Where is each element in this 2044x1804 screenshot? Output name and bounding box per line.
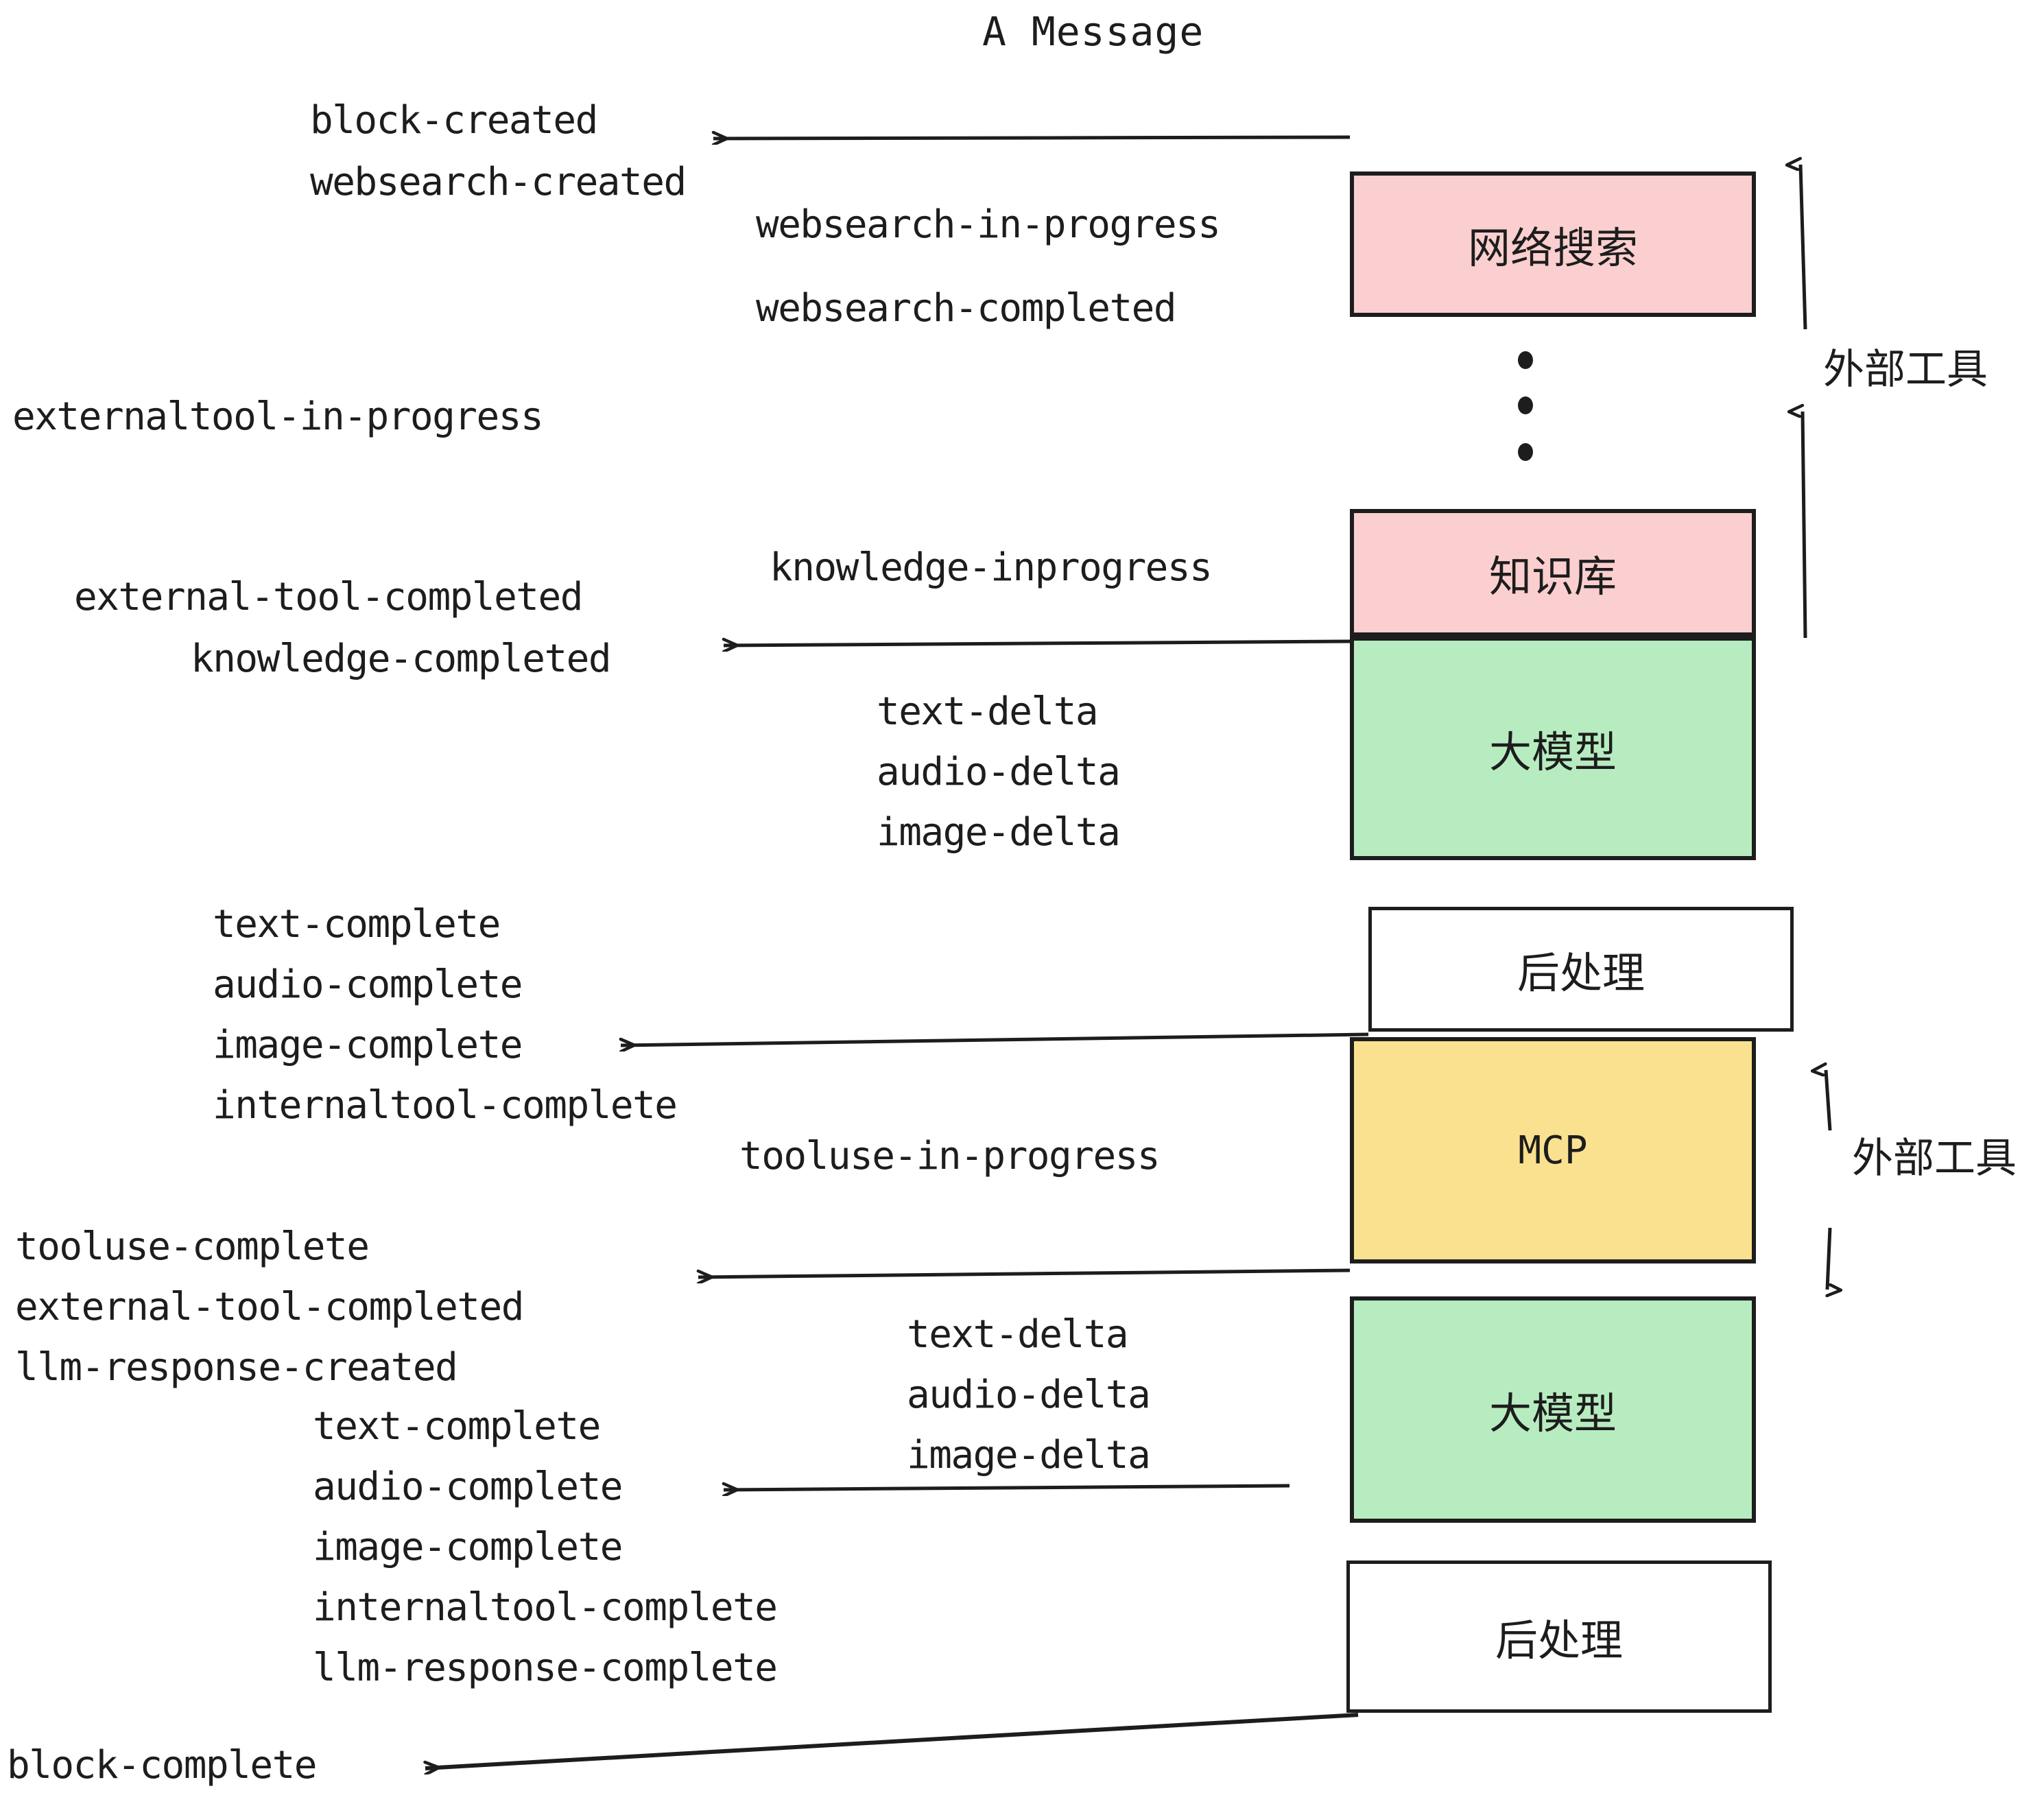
event-image-delta-1: image-delta: [877, 810, 1121, 855]
node-postprocess-2[interactable]: 后处理: [1346, 1560, 1772, 1713]
event-image-complete-1: image-complete: [213, 1023, 523, 1067]
ellipsis-dot-3: [1518, 443, 1533, 461]
event-knowledge-completed: knowledge-completed: [191, 637, 612, 681]
event-image-delta-2: image-delta: [907, 1433, 1151, 1477]
event-block-created: block-created: [310, 98, 598, 143]
node-postprocess-1[interactable]: 后处理: [1368, 907, 1794, 1032]
event-text-delta-1: text-delta: [877, 689, 1099, 734]
arrow-tooluse-complete: [698, 1268, 1351, 1277]
event-audio-complete-2: audio-complete: [313, 1464, 623, 1509]
event-image-complete-2: image-complete: [313, 1525, 623, 1569]
event-knowledge-inprogress: knowledge-inprogress: [770, 545, 1213, 590]
event-external-tool-completed-1: external-tool-completed: [74, 575, 583, 619]
arrow-external-tool-bottom-down: [1827, 1227, 1830, 1290]
arrow-websearch-created: [713, 137, 1351, 139]
ellipsis-dot-2: [1518, 396, 1533, 414]
event-text-complete-1: text-complete: [213, 902, 501, 947]
node-websearch[interactable]: 网络搜索: [1350, 171, 1756, 317]
event-audio-delta-1: audio-delta: [877, 750, 1121, 794]
event-websearch-in-progress: websearch-in-progress: [756, 202, 1221, 247]
arrow-external-tool-bottom-up: [1826, 1070, 1832, 1131]
arrow-external-tool-top-up: [1801, 165, 1807, 330]
event-internaltool-complete-2: internaltool-complete: [313, 1585, 778, 1630]
event-audio-delta-2: audio-delta: [907, 1373, 1151, 1417]
node-llm-1[interactable]: 大模型: [1350, 637, 1756, 860]
event-block-complete: block-complete: [7, 1743, 318, 1788]
event-tooluse-in-progress: tooluse-in-progress: [739, 1134, 1161, 1178]
event-audio-complete-1: audio-complete: [213, 962, 523, 1007]
ellipsis-dot-1: [1518, 351, 1533, 369]
arrow-audio-complete-2: [724, 1486, 1290, 1490]
node-mcp[interactable]: MCP: [1350, 1037, 1756, 1263]
event-websearch-completed: websearch-completed: [756, 286, 1177, 331]
page-title: A Message: [982, 8, 1204, 55]
event-text-delta-2: text-delta: [907, 1312, 1129, 1357]
label-external-tool-bottom: 外部工具: [1852, 1135, 2017, 1183]
event-llm-response-created: llm-response-created: [15, 1345, 458, 1390]
event-externaltool-in-progress: externaltool-in-progress: [12, 394, 544, 439]
arrow-knowledge-completed: [724, 641, 1351, 645]
node-llm-2[interactable]: 大模型: [1350, 1296, 1756, 1523]
label-external-tool-top: 外部工具: [1823, 346, 1988, 394]
node-knowledge[interactable]: 知识库: [1350, 509, 1756, 637]
event-text-complete-2: text-complete: [313, 1404, 601, 1449]
event-tooluse-complete: tooluse-complete: [15, 1224, 370, 1269]
event-internaltool-complete-1: internaltool-complete: [213, 1083, 678, 1128]
event-external-tool-completed-2: external-tool-completed: [15, 1285, 524, 1329]
event-llm-response-complete: llm-response-complete: [313, 1646, 778, 1690]
arrow-image-complete-1: [621, 1032, 1369, 1045]
event-websearch-created: websearch-created: [310, 160, 687, 204]
arrow-block-complete: [425, 1713, 1359, 1768]
arrow-external-tool-top-down: [1803, 412, 1807, 639]
